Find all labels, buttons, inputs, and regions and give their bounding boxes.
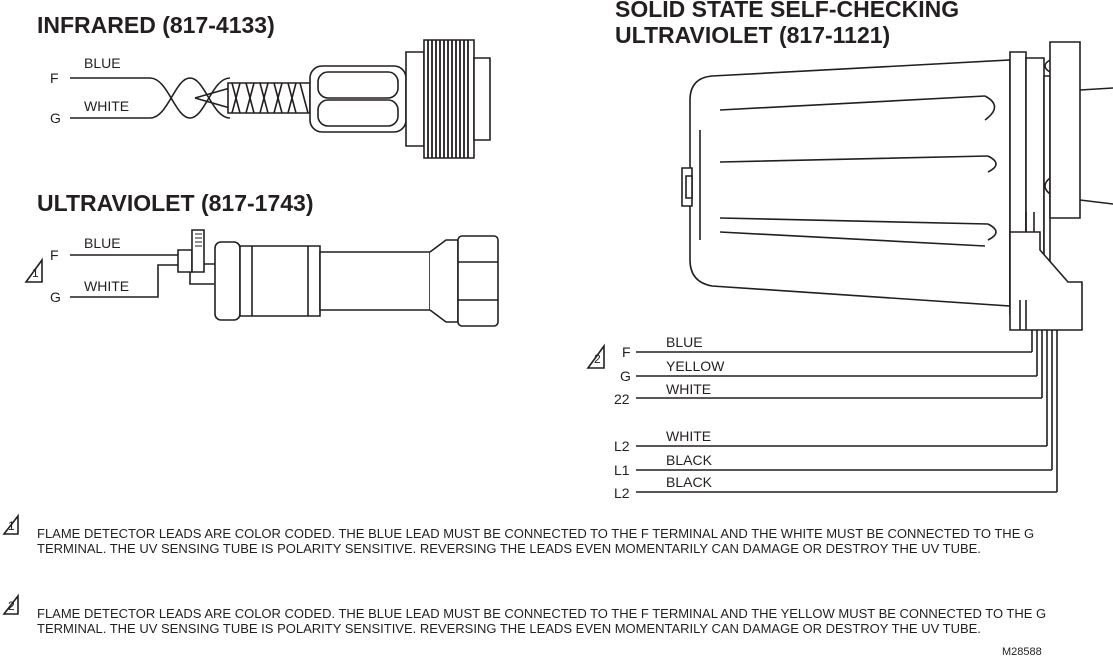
uv1121-lead-black-label: BLACK [666, 452, 712, 468]
uv1743-terminal [192, 230, 204, 272]
uv1743-lead-white-label: WHITE [84, 278, 130, 294]
infrared-terminal-f: F [50, 70, 59, 86]
infrared-detector [70, 40, 490, 158]
uv1121-terminal-l1: L1 [614, 462, 630, 478]
uv1121-mount-flange [1050, 42, 1080, 218]
note-1-text: FLAME DETECTOR LEADS ARE COLOR CODED. TH… [37, 526, 1035, 556]
uv1743-hex-nut [458, 236, 498, 326]
note-2-marker-number: 2 [8, 599, 15, 613]
uv1743-terminal-g: G [50, 289, 61, 305]
uv1121-terminal-l2a: L2 [614, 438, 630, 454]
uv-1121-title-line2: ULTRAVIOLET (817-1121) [615, 22, 891, 48]
infrared-terminal-g: G [50, 110, 61, 126]
infrared-title: INFRARED (817-4133) [37, 12, 275, 38]
uv1743-terminal-f: F [50, 247, 59, 263]
uv1121-terminal-g: G [620, 368, 631, 384]
uv-1121-title-line1: SOLID STATE SELF-CHECKING [615, 0, 960, 22]
uv-1743-title: ULTRAVIOLET (817-1743) [37, 190, 314, 216]
note-1-marker-number: 1 [8, 519, 15, 533]
note-2-text: FLAME DETECTOR LEADS ARE COLOR CODED. TH… [37, 606, 1047, 636]
note-2-marker [4, 596, 18, 614]
note-1-marker-uv1743 [26, 260, 42, 282]
twisted-wire-a [150, 78, 230, 118]
note-2-marker-uv1121 [588, 346, 604, 368]
uv1121-lead-white-label: WHITE [666, 381, 712, 397]
uv1121-housing [690, 60, 1010, 306]
twisted-wire-b [150, 78, 230, 118]
uv1121-terminal-f: F [622, 344, 631, 360]
infrared-lead-white-label: WHITE [84, 98, 130, 114]
uv1121-lead-blue-label: BLUE [666, 334, 703, 350]
uv1743-white-lead [70, 265, 180, 297]
uv1743-lead-blue-label: BLUE [84, 235, 121, 251]
infrared-lead-blue-label: BLUE [84, 55, 121, 71]
uv1121-lead-yellow-label: YELLOW [666, 358, 725, 374]
uv-1743-detector [70, 230, 498, 326]
note-1-marker [4, 516, 18, 534]
infrared-body [310, 66, 406, 132]
uv1121-terminal-l2b: L2 [614, 485, 630, 501]
uv1121-terminal-22: 22 [614, 391, 630, 407]
uv-1121-detector [636, 42, 1113, 492]
figure-code: M28588 [1002, 646, 1042, 658]
uv1121-terminal-box [1010, 232, 1082, 330]
uv1743-tube-body [240, 246, 320, 316]
uv1121-lead-white2-label: WHITE [666, 428, 712, 444]
uv1121-lead-black2-label: BLACK [666, 474, 712, 490]
uv1121-note-marker-number: 2 [594, 352, 601, 366]
uv1743-note-marker-number: 1 [32, 266, 39, 280]
spring-conduit [228, 83, 310, 113]
